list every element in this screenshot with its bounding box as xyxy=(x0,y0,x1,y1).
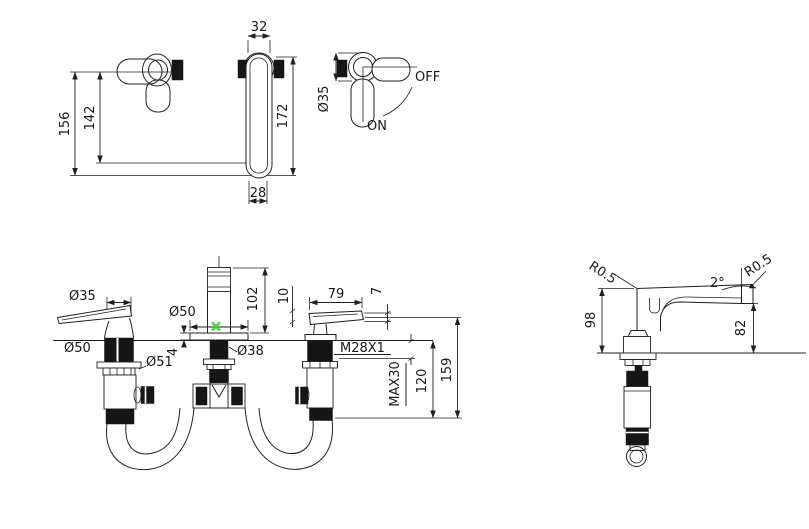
dim-label-156: 156 xyxy=(58,112,73,137)
view-handle-rotation: Ø35 OFF ON xyxy=(317,52,440,134)
center-base-plate xyxy=(189,332,249,341)
lever-position-on xyxy=(350,78,375,128)
dim-label-102: 102 xyxy=(246,287,261,312)
view-handle-side: 32 172 28 xyxy=(237,20,297,204)
left-valve: Ø35 Ø50 Ø51 xyxy=(57,289,173,425)
hose-left xyxy=(106,407,195,471)
dim-label-159: 159 xyxy=(440,358,455,383)
label-on: ON xyxy=(367,119,387,134)
aerator-head xyxy=(207,267,231,292)
view-spout-side: R0.5 R0.5 2° 98 82 xyxy=(584,252,806,467)
right-threaded-shank xyxy=(307,340,333,362)
dim-label-4: 4 xyxy=(166,348,181,356)
right-valve xyxy=(295,310,364,421)
view-handle-front: 156 142 xyxy=(58,53,296,176)
handle-knob-outline xyxy=(142,53,172,87)
right-base-plate xyxy=(304,334,337,341)
dim-label-r05-left: R0.5 xyxy=(586,259,619,288)
spout-shank xyxy=(626,370,649,387)
spout-lower-body xyxy=(623,386,651,429)
check-valve-mark xyxy=(211,384,227,398)
dim-label-dia50-plate: Ø50 xyxy=(169,305,196,320)
label-off: OFF xyxy=(415,70,440,85)
right-side-outlet xyxy=(295,386,309,405)
view-mixer-front: 102 Ø50 4 Ø38 Ø35 xyxy=(53,256,462,471)
left-body xyxy=(103,374,137,410)
label-thread-m28x1: M28X1 xyxy=(340,341,385,356)
rotation-arc xyxy=(382,86,413,117)
handle-lever-vertical xyxy=(145,79,171,113)
spout-outlet xyxy=(649,298,660,314)
dim-label-98: 98 xyxy=(584,312,599,329)
handle-mount-block xyxy=(171,59,184,81)
left-flange xyxy=(96,361,142,369)
right-body xyxy=(306,367,334,409)
spout-outline xyxy=(636,284,754,332)
lever-position-off xyxy=(371,57,411,82)
spout-base xyxy=(623,336,651,354)
dim-label-dia35-rotation: Ø35 xyxy=(317,86,332,113)
dim-label-28: 28 xyxy=(250,186,267,201)
hose-right xyxy=(244,407,333,470)
dim-label-32: 32 xyxy=(251,20,268,35)
dim-label-dia50-left: Ø50 xyxy=(64,341,91,356)
center-shank xyxy=(209,339,229,360)
dim-label-dia38: Ø38 xyxy=(237,344,264,359)
dim-label-142: 142 xyxy=(83,106,98,131)
dim-label-2deg: 2° xyxy=(710,276,725,291)
dim-label-dia35-left: Ø35 xyxy=(69,289,96,304)
left-cartridge xyxy=(104,337,134,363)
green-x-marker xyxy=(211,321,221,332)
dim-label-120: 120 xyxy=(415,369,430,394)
dim-label-7: 7 xyxy=(370,287,385,295)
dim-label-79: 79 xyxy=(328,287,345,302)
dim-label-172: 172 xyxy=(276,104,291,129)
right-lever xyxy=(308,310,364,325)
handle-lever-horizontal xyxy=(116,58,163,85)
left-side-outlet xyxy=(140,386,155,404)
dim-label-82: 82 xyxy=(734,320,749,337)
dim-label-r05-right: R0.5 xyxy=(742,252,775,281)
dim-label-10: 10 xyxy=(277,288,292,305)
dim-label-dia51: Ø51 xyxy=(146,355,173,370)
hose-end xyxy=(626,446,647,467)
handle-lever-side xyxy=(245,53,273,179)
dim-label-max30: MAX30 xyxy=(388,361,403,407)
